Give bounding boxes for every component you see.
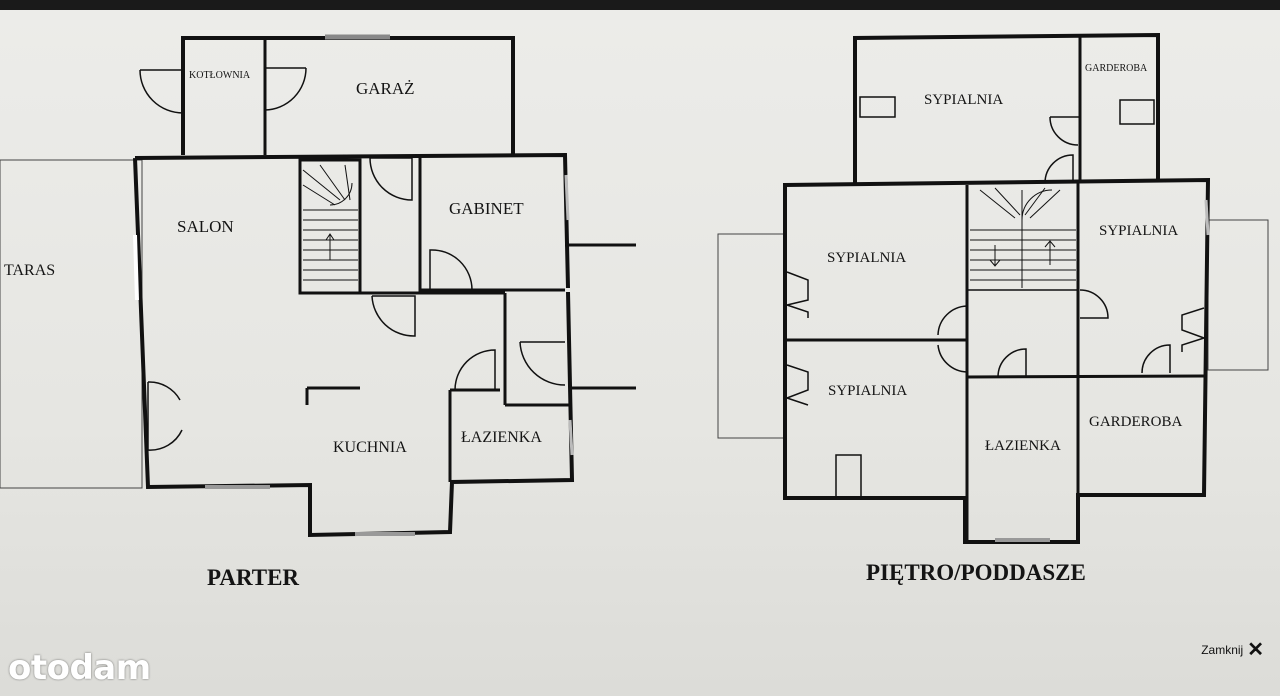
room-label-bedroom-left: SYPIALNIA (827, 250, 906, 266)
otodom-logo: otodam (8, 648, 151, 688)
ground-floor-title: PARTER (207, 565, 299, 590)
close-label: Zamknij (1201, 643, 1244, 657)
image-viewer (0, 10, 1280, 696)
close-x-icon: ✕ (1247, 639, 1264, 661)
room-label-garage: GARAŻ (356, 79, 415, 98)
room-label-bedroom-right: SYPIALNIA (1099, 223, 1178, 239)
room-label-terrace: TARAS (4, 262, 55, 279)
room-label-kitchen: KUCHNIA (333, 439, 407, 456)
top-bar (0, 0, 1280, 10)
room-label-study: GABINET (449, 199, 524, 218)
room-label-bathroom: ŁAZIENKA (461, 429, 542, 446)
room-label-wardrobe-bottom: GARDEROBA (1089, 414, 1183, 430)
upper-floor-plan (717, 32, 1269, 544)
room-label-wardrobe-top: GARDEROBA (1085, 63, 1148, 74)
upper-floor-title: PIĘTRO/PODDASZE (866, 560, 1086, 585)
garage-outline (181, 36, 515, 155)
terrace-outline (0, 159, 143, 489)
room-label-bedroom-top: SYPIALNIA (924, 92, 1003, 108)
room-label-bedroom-bottom: SYPIALNIA (828, 383, 907, 399)
room-label-bathroom-upper: ŁAZIENKA (985, 438, 1061, 454)
room-label-living-room: SALON (177, 217, 234, 236)
ground-floor-plan (0, 34, 636, 538)
room-label-boiler-room: KOTŁOWNIA (189, 70, 251, 81)
close-button[interactable]: Zamknij ✕ (1201, 640, 1264, 660)
